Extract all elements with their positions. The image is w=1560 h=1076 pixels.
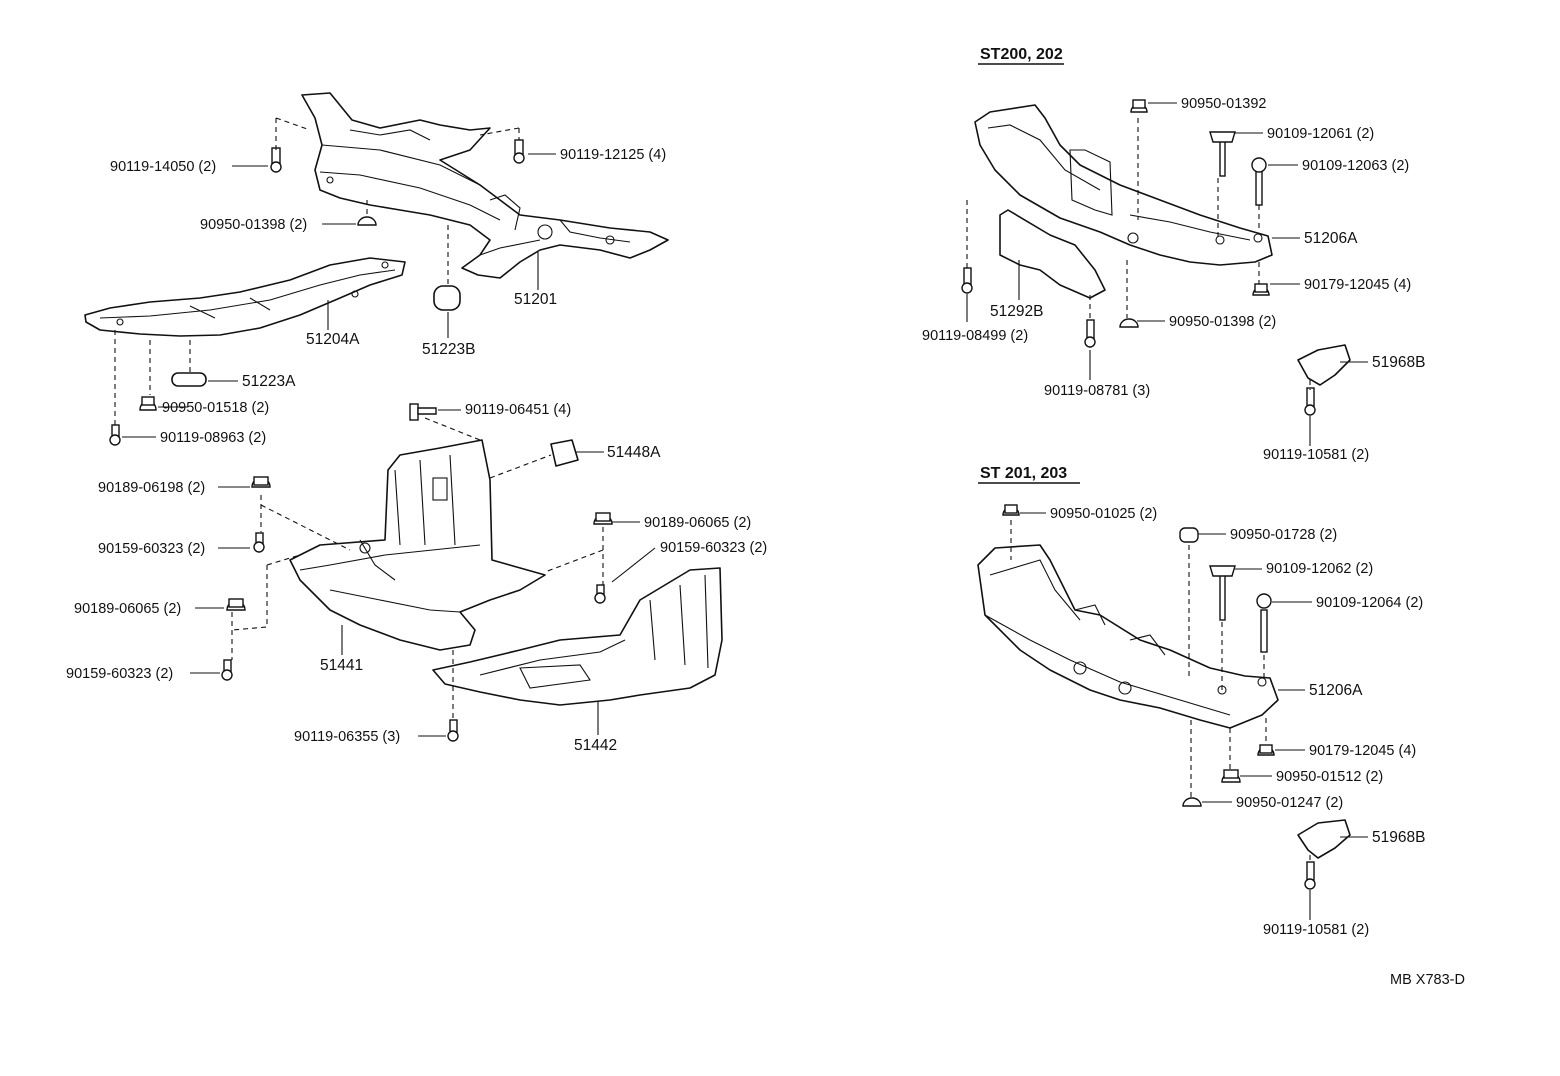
fastener-icons bbox=[109, 99, 1316, 890]
bracket-51204A bbox=[84, 257, 406, 337]
label-51968B-top: 51968B bbox=[1372, 354, 1425, 371]
label-90119-14050: 90119-14050 (2) bbox=[110, 159, 216, 175]
label-51448A: 51448A bbox=[607, 444, 661, 461]
label-51204A: 51204A bbox=[306, 331, 360, 348]
label-90119-08963: 90119-08963 (2) bbox=[160, 430, 266, 446]
label-90109-12063: 90109-12063 (2) bbox=[1302, 158, 1409, 174]
plug-51223A bbox=[171, 372, 207, 387]
section-title-st200-202: ST200, 202 bbox=[980, 46, 1063, 63]
label-90950-01518: 90950-01518 (2) bbox=[162, 400, 269, 416]
bracket-51968B-top bbox=[1297, 344, 1351, 386]
label-90189-06065-left: 90189-06065 (2) bbox=[74, 601, 181, 617]
drawing-code: MB X783-D bbox=[1390, 972, 1465, 988]
label-90109-12064: 90109-12064 (2) bbox=[1316, 595, 1423, 611]
label-90950-01025: 90950-01025 (2) bbox=[1050, 506, 1157, 522]
leader-lines bbox=[122, 102, 1368, 920]
label-90119-12125: 90119-12125 (4) bbox=[560, 147, 666, 163]
bracket-51292B bbox=[999, 209, 1106, 299]
label-90119-10581-bottom: 90119-10581 (2) bbox=[1263, 922, 1369, 938]
clip-51448A bbox=[550, 439, 579, 467]
label-90109-12062: 90109-12062 (2) bbox=[1266, 561, 1373, 577]
assembly-dashed-lines bbox=[114, 117, 1311, 864]
undercover-51442 bbox=[432, 567, 723, 706]
label-90950-01392: 90950-01392 bbox=[1181, 96, 1266, 112]
label-51201: 51201 bbox=[514, 291, 557, 308]
label-90950-01398-left: 90950-01398 (2) bbox=[200, 217, 307, 233]
label-90189-06065-right: 90189-06065 (2) bbox=[644, 515, 751, 531]
label-90109-12061: 90109-12061 (2) bbox=[1267, 126, 1374, 142]
label-90179-12045-bottom: 90179-12045 (4) bbox=[1309, 743, 1416, 759]
label-51968B-bottom: 51968B bbox=[1372, 829, 1425, 846]
label-90119-08499: 90119-08499 (2) bbox=[922, 328, 1028, 344]
label-90950-01247: 90950-01247 (2) bbox=[1236, 795, 1343, 811]
label-90159-60323-a: 90159-60323 (2) bbox=[98, 541, 205, 557]
bracket-51968B-bottom bbox=[1297, 819, 1351, 859]
label-51206A-bottom: 51206A bbox=[1309, 682, 1363, 699]
label-90119-06355: 90119-06355 (3) bbox=[294, 729, 400, 745]
label-51206A-top: 51206A bbox=[1304, 230, 1358, 247]
label-90119-06451: 90119-06451 (4) bbox=[465, 402, 571, 418]
label-90159-60323-c: 90159-60323 (2) bbox=[66, 666, 173, 682]
undercover-51441 bbox=[289, 439, 546, 651]
label-51223A: 51223A bbox=[242, 373, 296, 390]
label-90119-08781: 90119-08781 (3) bbox=[1044, 383, 1150, 399]
plug-51223B bbox=[433, 285, 461, 311]
label-90119-10581-top: 90119-10581 (2) bbox=[1263, 447, 1369, 463]
crossmember-51206A-st200 bbox=[974, 104, 1273, 266]
label-90950-01728: 90950-01728 (2) bbox=[1230, 527, 1337, 543]
label-51292B: 51292B bbox=[990, 303, 1043, 320]
label-90189-06198: 90189-06198 (2) bbox=[98, 480, 205, 496]
label-51442: 51442 bbox=[574, 737, 617, 754]
section-title-st201-203: ST 201, 203 bbox=[980, 465, 1067, 482]
label-90950-01512: 90950-01512 (2) bbox=[1276, 769, 1383, 785]
label-90179-12045-top: 90179-12045 (4) bbox=[1304, 277, 1411, 293]
label-51223B: 51223B bbox=[422, 341, 475, 358]
label-51441: 51441 bbox=[320, 657, 363, 674]
crossmember-51201 bbox=[301, 92, 669, 279]
label-90159-60323-right: 90159-60323 (2) bbox=[660, 540, 767, 556]
label-90950-01398-right: 90950-01398 (2) bbox=[1169, 314, 1276, 330]
